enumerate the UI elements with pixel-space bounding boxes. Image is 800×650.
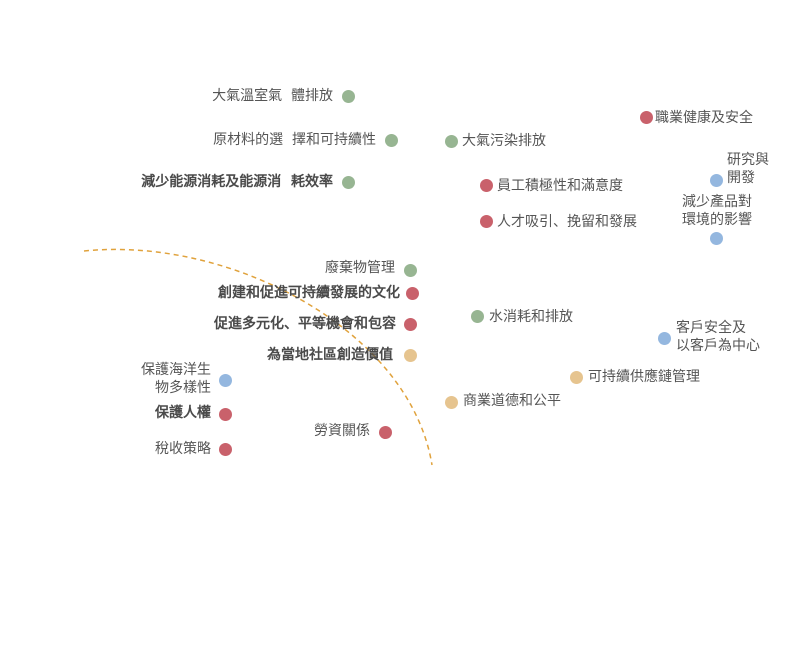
topic-label: 廢棄物管理 xyxy=(325,260,395,276)
topic-label: 促進多元化、平等機會和包容 xyxy=(214,316,396,332)
topic-marker xyxy=(479,214,493,228)
topic-marker xyxy=(479,178,493,192)
topic-marker xyxy=(405,286,419,300)
topic-marker xyxy=(218,407,232,421)
topic-marker xyxy=(709,231,723,245)
topic-label: 商業道德和公平 xyxy=(463,393,561,409)
topic-marker xyxy=(470,309,484,323)
topic-label: 大氣污染排放 xyxy=(462,133,546,149)
topic-label: 保護海洋生 物多樣性 xyxy=(141,362,211,396)
topic-label: 可持續供應鏈管理 xyxy=(588,369,700,385)
topic-marker xyxy=(378,425,392,439)
topic-label: 水消耗和排放 xyxy=(489,309,573,325)
topic-label: 原材料的選 擇和可持續性 xyxy=(213,132,376,148)
threshold-curve xyxy=(83,248,433,466)
topic-label: 減少產品對 環境的影響 xyxy=(682,194,752,228)
topic-marker xyxy=(341,175,355,189)
topic-label: 為當地社區創造價值 xyxy=(267,347,393,363)
topic-label: 保護人權 xyxy=(155,405,211,421)
topic-label: 大氣溫室氣 體排放 xyxy=(212,88,333,104)
topic-label: 研究與 開發 xyxy=(727,152,769,186)
topic-marker xyxy=(218,442,232,456)
topic-marker xyxy=(657,331,671,345)
topic-marker xyxy=(709,173,723,187)
topic-marker xyxy=(384,133,398,147)
topic-label: 創建和促進可持續發展的文化 xyxy=(218,285,400,301)
topic-marker xyxy=(444,395,458,409)
topic-marker xyxy=(403,317,417,331)
topic-label: 勞資關係 xyxy=(314,423,370,439)
topic-label: 職業健康及安全 xyxy=(655,110,753,126)
topic-marker xyxy=(403,263,417,277)
topic-marker xyxy=(403,348,417,362)
topic-label: 減少能源消耗及能源消 耗效率 xyxy=(141,174,333,190)
topic-marker xyxy=(218,373,232,387)
topic-label: 客戶安全及 以客戶為中心 xyxy=(676,320,760,354)
topic-label: 稅收策略 xyxy=(155,441,211,457)
topic-label: 員工積極性和滿意度 xyxy=(497,178,623,194)
topic-marker xyxy=(341,89,355,103)
topic-label: 人才吸引、挽留和發展 xyxy=(497,214,637,230)
topic-marker xyxy=(569,370,583,384)
topic-marker xyxy=(639,110,653,124)
topic-marker xyxy=(444,134,458,148)
